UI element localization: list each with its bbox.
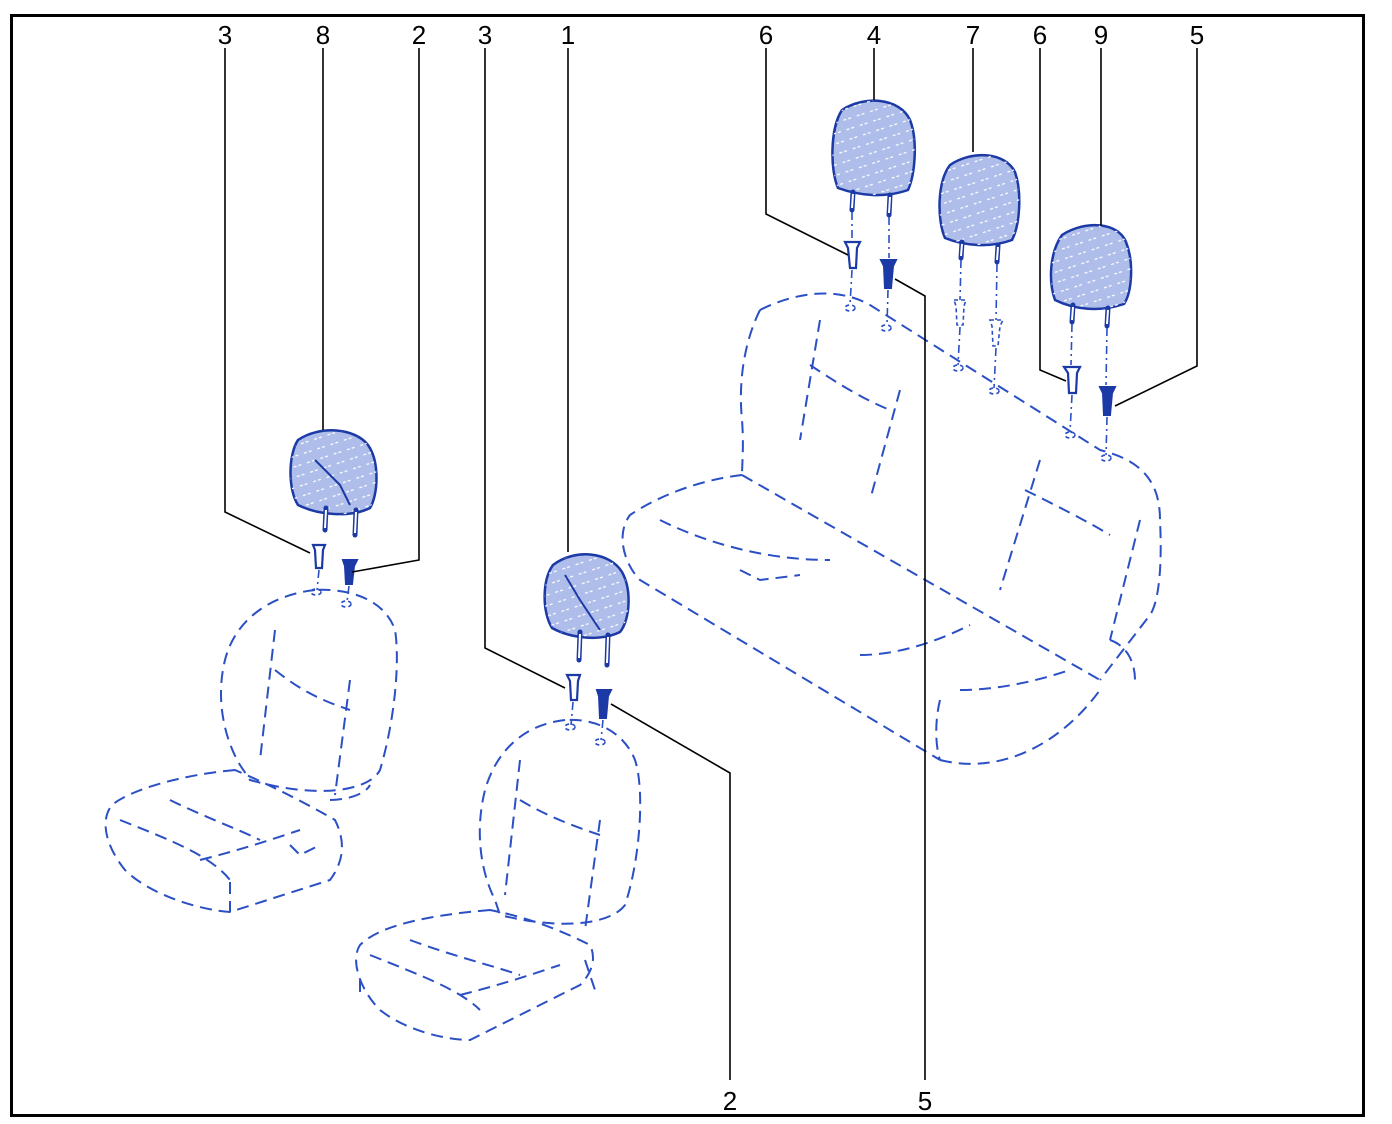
callout-labels: 3 8 2 3 1 6 4 7 6 9 5 2 5 — [218, 20, 1204, 1116]
rear-bench-seat — [621, 292, 1162, 765]
callout-3-left: 3 — [218, 20, 232, 50]
callout-2-bottom: 2 — [723, 1086, 737, 1116]
diagram-frame — [10, 14, 1365, 1117]
callout-5-top: 5 — [1190, 20, 1204, 50]
headrest-guides-left — [310, 543, 359, 608]
callout-7: 7 — [966, 20, 980, 50]
callout-5-bottom: 5 — [918, 1086, 932, 1116]
headrest-8 — [289, 429, 378, 538]
center-front-seat — [355, 718, 642, 1042]
callout-6-right: 6 — [1033, 20, 1047, 50]
headrest-guides-center — [564, 673, 613, 746]
callout-6-left: 6 — [759, 20, 773, 50]
callout-3-center: 3 — [478, 20, 492, 50]
headrest-4 — [831, 99, 917, 258]
left-front-seat — [104, 588, 398, 914]
leader-lines — [224, 48, 1198, 1080]
callout-8: 8 — [316, 20, 330, 50]
headrest-guides-rear-left — [843, 240, 898, 332]
headrest-1 — [543, 553, 630, 668]
headrest-guides-rear-right — [1061, 365, 1117, 462]
callout-2-top: 2 — [412, 20, 426, 50]
headrest-9 — [1049, 223, 1133, 386]
callout-9: 9 — [1094, 20, 1108, 50]
callout-1: 1 — [561, 20, 575, 50]
callout-4: 4 — [867, 20, 881, 50]
headrest-7 — [938, 153, 1021, 395]
